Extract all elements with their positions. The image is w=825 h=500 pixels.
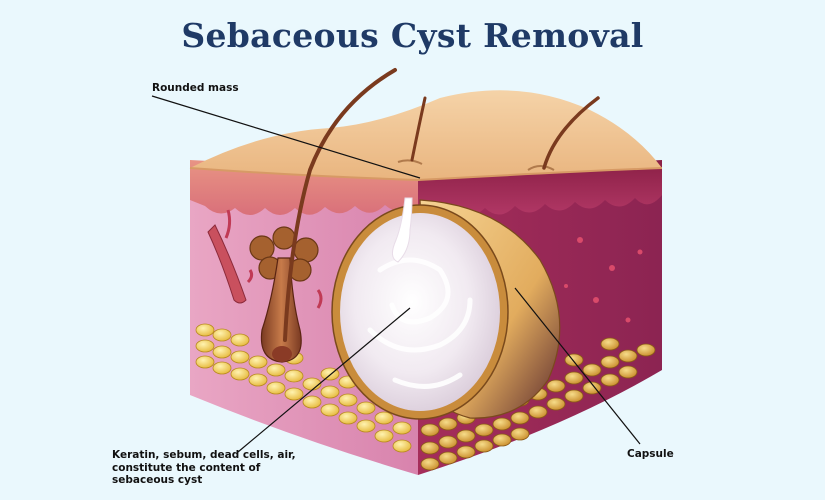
skin-surface xyxy=(190,90,662,180)
leader-capsule xyxy=(514,287,641,445)
label-cyst-content: Keratin, sebum, dead cells, air, constit… xyxy=(112,449,302,487)
label-capsule: Capsule xyxy=(627,448,674,460)
leader-content xyxy=(237,307,411,453)
vessels-left xyxy=(224,209,323,309)
fat-lobules-left xyxy=(195,323,412,453)
vessels-right xyxy=(564,237,643,323)
label-cyst-content-line-3: sebaceous cyst xyxy=(112,474,203,486)
page-title: Sebaceous Cyst Removal xyxy=(181,16,644,55)
label-cyst-content-line-2: constitute the content of xyxy=(112,461,261,474)
hair-strand-middle xyxy=(410,96,427,162)
label-rounded-mass: Rounded mass xyxy=(152,82,239,94)
sebaceous-gland xyxy=(249,226,319,282)
cyst-content xyxy=(340,213,500,411)
leader-rounded-mass xyxy=(151,95,421,179)
cyst-swirls xyxy=(367,257,473,389)
sebum-channel xyxy=(392,197,413,263)
label-cyst-content-line-1: Keratin, sebum, dead cells, air, xyxy=(112,449,296,461)
hair-strand-right xyxy=(542,96,600,170)
arrector-muscle xyxy=(207,224,247,304)
hair-strand-long xyxy=(283,68,397,342)
